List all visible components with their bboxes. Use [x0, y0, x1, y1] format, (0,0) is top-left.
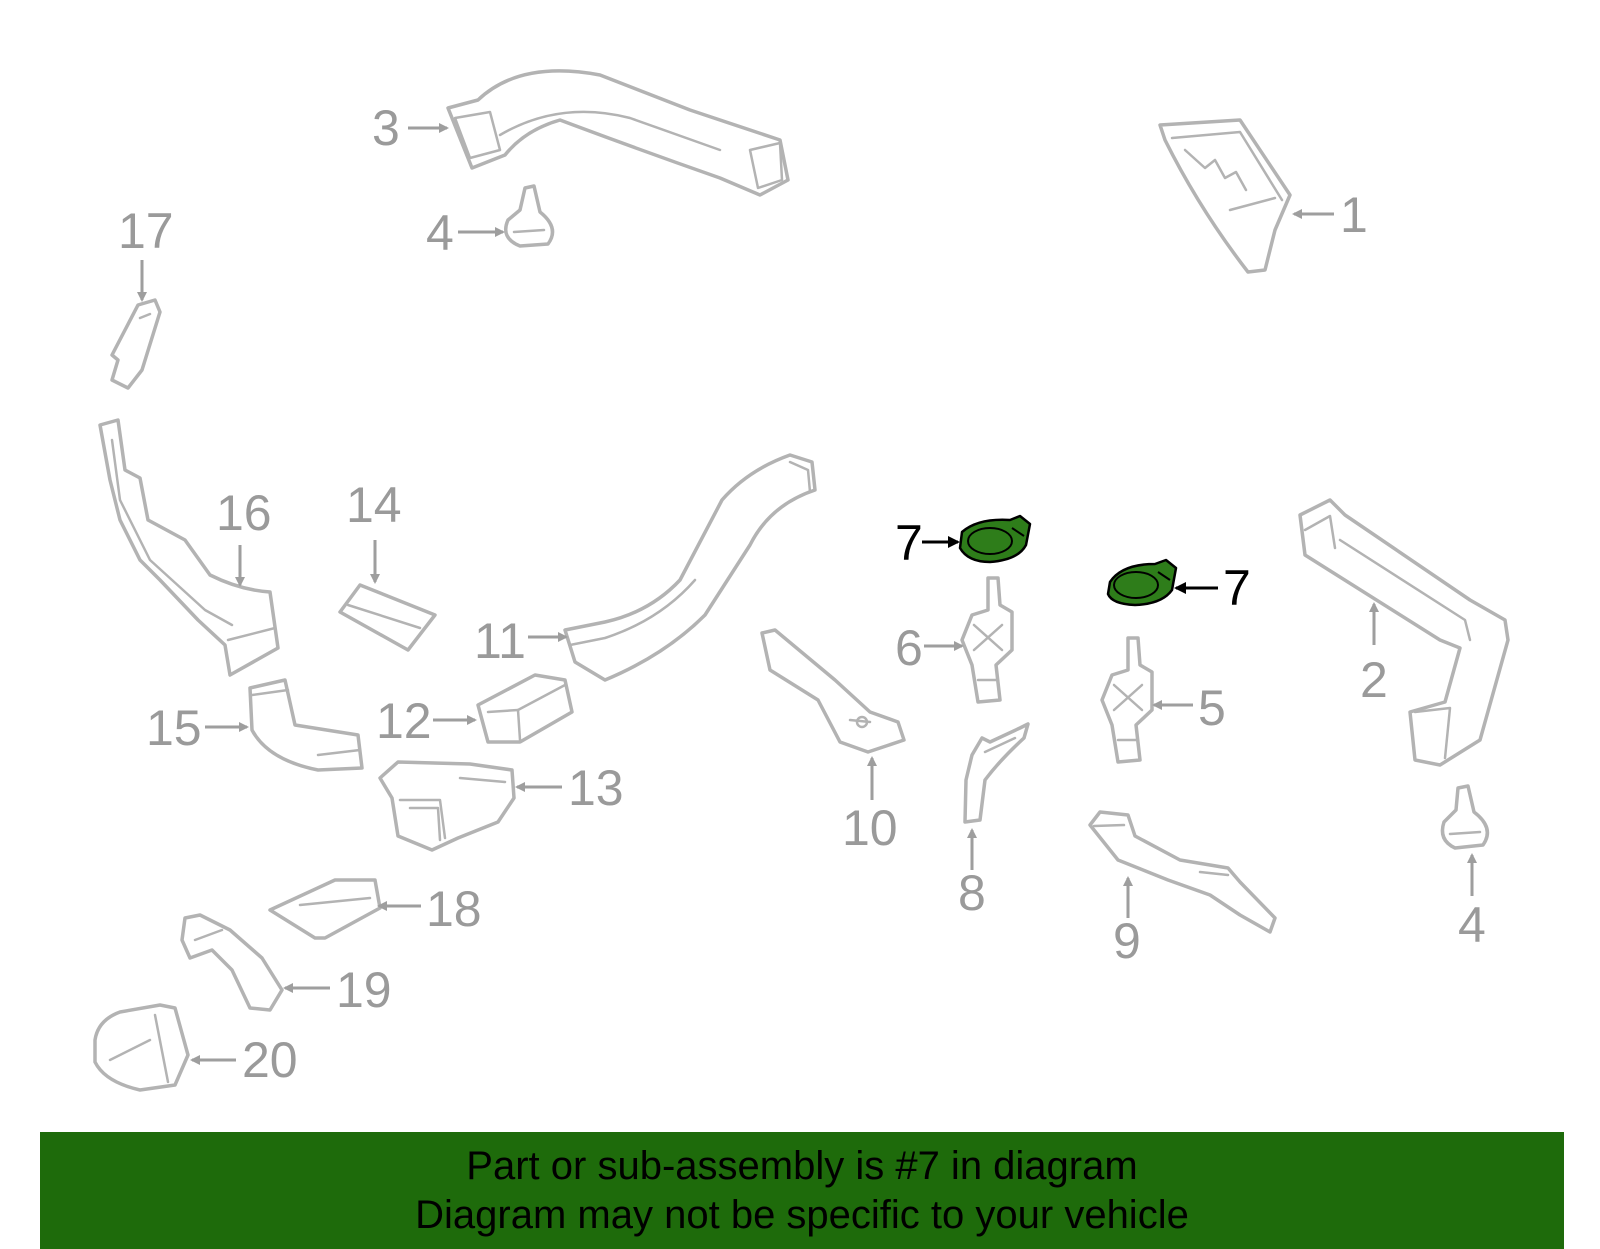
callout-18: 18: [377, 881, 482, 937]
part-7-ring-right[interactable]: [1106, 558, 1178, 607]
part-6-damper[interactable]: [960, 576, 1014, 704]
callout-10: 10: [842, 756, 898, 856]
callout-20: 20: [190, 1032, 298, 1088]
callout-3: 3: [372, 100, 449, 156]
info-banner: Part or sub-assembly is #7 in diagram Di…: [40, 1132, 1564, 1249]
part-2-duct[interactable]: [1298, 498, 1510, 767]
callout-label-13: 13: [568, 760, 624, 816]
callout-5: 5: [1152, 680, 1226, 736]
parts-diagram: 3 4 1 17 16: [93, 69, 1510, 1092]
callout-12: 12: [376, 693, 477, 749]
callout-label-12: 12: [376, 693, 432, 749]
part-13-outlet[interactable]: [378, 760, 516, 852]
callout-label-8: 8: [958, 865, 986, 921]
callout-label-10: 10: [842, 800, 898, 856]
part-4-clip-right[interactable]: [1440, 784, 1490, 850]
callout-label-9: 9: [1113, 913, 1141, 969]
callout-4-upper: 4: [426, 205, 505, 261]
callout-label-6: 6: [895, 620, 923, 676]
part-4-clip-upper[interactable]: [504, 184, 555, 248]
callout-6: 6: [895, 620, 964, 676]
callout-16: 16: [216, 485, 272, 587]
callout-2: 2: [1360, 602, 1388, 708]
part-5-damper[interactable]: [1100, 636, 1154, 764]
callout-label-18: 18: [426, 881, 482, 937]
callout-label-16: 16: [216, 485, 272, 541]
callout-13: 13: [515, 760, 624, 816]
part-15-duct[interactable]: [248, 678, 364, 772]
callout-label-7-left: 7: [895, 515, 923, 571]
callout-label-2: 2: [1360, 652, 1388, 708]
part-11-duct[interactable]: [563, 453, 817, 682]
callout-1: 1: [1292, 187, 1368, 243]
callout-15: 15: [146, 700, 249, 756]
callout-label-1: 1: [1340, 187, 1368, 243]
callout-14: 14: [346, 477, 402, 584]
part-1-vent[interactable]: [1158, 118, 1292, 274]
callout-7-left: 7: [895, 515, 960, 571]
callout-label-15: 15: [146, 700, 202, 756]
callout-label-20: 20: [242, 1032, 298, 1088]
callout-17: 17: [118, 203, 174, 302]
callout-label-14: 14: [346, 477, 402, 533]
part-8-duct[interactable]: [963, 722, 1030, 824]
part-9-duct[interactable]: [1088, 810, 1277, 934]
part-16-duct[interactable]: [98, 418, 280, 677]
callout-label-4-right: 4: [1458, 897, 1486, 953]
callout-label-17: 17: [118, 203, 174, 259]
banner-line-1: Part or sub-assembly is #7 in diagram: [466, 1144, 1138, 1188]
part-3-duct[interactable]: [446, 69, 790, 197]
part-20-bezel[interactable]: [93, 1003, 190, 1092]
callout-label-7-right: 7: [1223, 560, 1251, 616]
part-12-duct[interactable]: [476, 673, 574, 744]
part-19-duct[interactable]: [180, 913, 284, 1012]
part-18-pad[interactable]: [268, 878, 382, 940]
callout-label-11: 11: [474, 613, 526, 669]
callout-label-19: 19: [336, 962, 392, 1018]
callout-9: 9: [1113, 876, 1141, 969]
callout-label-5: 5: [1198, 680, 1226, 736]
part-14-pad[interactable]: [338, 583, 437, 652]
callout-label-3: 3: [372, 100, 400, 156]
part-10-duct[interactable]: [760, 628, 906, 754]
callout-4-right: 4: [1458, 853, 1486, 953]
callout-label-4-upper: 4: [426, 205, 454, 261]
callout-11: 11: [474, 613, 568, 669]
part-17-bracket[interactable]: [110, 298, 162, 390]
banner-line-2: Diagram may not be specific to your vehi…: [415, 1193, 1189, 1237]
callout-19: 19: [283, 962, 392, 1018]
callout-7-right: 7: [1174, 560, 1251, 616]
part-7-ring-left[interactable]: [958, 514, 1032, 564]
callout-8: 8: [958, 828, 986, 921]
